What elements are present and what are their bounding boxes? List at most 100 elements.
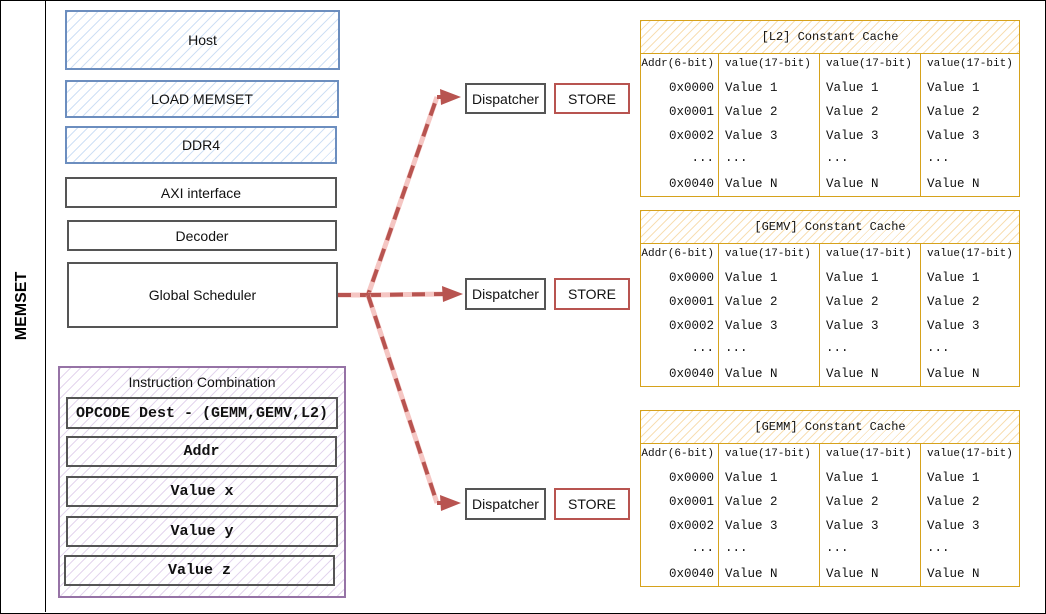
global-scheduler-label: Global Scheduler [148, 287, 257, 303]
value-cell: Value 1 [826, 81, 879, 95]
value-column: value(17-bit) Value 1 Value 2 Value 3 ..… [920, 443, 1021, 586]
ddr4-box: DDR4 [65, 126, 337, 164]
value-column: value(17-bit) Value 1 Value 2 Value 3 ..… [718, 443, 819, 586]
column-header: value(17-bit) [725, 248, 811, 260]
value-cell: ... [826, 151, 849, 165]
value-cell: Value 3 [927, 129, 980, 143]
value-cell: Value 1 [826, 471, 879, 485]
cache-title: [L2] Constant Cache [641, 21, 1019, 54]
value-cell: Value N [826, 567, 879, 581]
addr-cell: 0x0040 [668, 177, 714, 191]
store-label: STORE [568, 496, 616, 512]
value-cell: Value N [725, 367, 778, 381]
column-header: value(17-bit) [725, 58, 811, 70]
value-cell: Value 3 [725, 519, 778, 533]
cache-table-l2: [L2] Constant Cache Addr(6-bit) 0x0000 0… [640, 20, 1020, 197]
field-label: OPCODE Dest - (GEMM,GEMV,L2) [75, 404, 329, 422]
store-box: STORE [554, 278, 630, 310]
value-cell: Value 1 [725, 471, 778, 485]
global-scheduler-box: Global Scheduler [67, 262, 338, 328]
value-cell: Value 3 [725, 129, 778, 143]
addr-cell: 0x0001 [668, 495, 714, 509]
column-header: value(17-bit) [725, 448, 811, 460]
cache-table-gemm: [GEMM] Constant Cache Addr(6-bit) 0x0000… [640, 410, 1020, 587]
value-cell: ... [725, 151, 748, 165]
value-cell: Value 1 [927, 81, 980, 95]
arrow-to-dispatcher-3 [365, 294, 461, 511]
value-column: value(17-bit) Value 1 Value 2 Value 3 ..… [718, 53, 819, 196]
column-header: value(17-bit) [826, 248, 912, 260]
value-cell: Value N [826, 367, 879, 381]
instruction-combination-title: Instruction Combination [128, 374, 276, 390]
dispatcher-box: Dispatcher [465, 488, 546, 520]
addr-cell: ... [691, 341, 714, 355]
value-column: value(17-bit) Value 1 Value 2 Value 3 ..… [920, 53, 1021, 196]
axi-interface-label: AXI interface [160, 184, 242, 201]
value-cell: Value 3 [826, 519, 879, 533]
addr-column: Addr(6-bit) 0x0000 0x0001 0x0002 ... 0x0… [641, 443, 718, 586]
field-label: Value x [170, 483, 234, 500]
axi-interface-box: AXI interface [65, 177, 337, 208]
value-cell: Value 3 [725, 319, 778, 333]
value-cell: Value 2 [725, 495, 778, 509]
value-cell: Value N [927, 177, 980, 191]
column-header: value(17-bit) [826, 58, 912, 70]
side-panel: MEMSET [0, 0, 46, 612]
addr-column: Addr(6-bit) 0x0000 0x0001 0x0002 ... 0x0… [641, 53, 718, 196]
column-header: Addr(6-bit) [641, 248, 714, 260]
addr-cell: 0x0002 [668, 519, 714, 533]
value-cell: Value N [725, 567, 778, 581]
instruction-field: Value z [64, 555, 335, 586]
value-cell: Value 2 [725, 295, 778, 309]
value-cell: Value 3 [927, 319, 980, 333]
addr-cell: 0x0000 [668, 471, 714, 485]
value-cell: Value 2 [927, 105, 980, 119]
instruction-field: OPCODE Dest - (GEMM,GEMV,L2) [66, 397, 338, 429]
addr-column: Addr(6-bit) 0x0000 0x0001 0x0002 ... 0x0… [641, 243, 718, 386]
column-header: value(17-bit) [927, 448, 1013, 460]
dispatcher-label: Dispatcher [472, 496, 539, 512]
load-memset-box: LOAD MEMSET [65, 80, 339, 118]
value-cell: Value N [826, 177, 879, 191]
value-cell: Value 1 [725, 271, 778, 285]
value-cell: Value 3 [927, 519, 980, 533]
value-column: value(17-bit) Value 1 Value 2 Value 3 ..… [718, 243, 819, 386]
column-header: Addr(6-bit) [641, 58, 714, 70]
addr-cell: 0x0000 [668, 81, 714, 95]
store-box: STORE [554, 83, 630, 114]
ddr4-label: DDR4 [181, 137, 221, 153]
addr-cell: 0x0040 [668, 367, 714, 381]
field-label: Value z [167, 562, 231, 579]
addr-cell: 0x0001 [668, 105, 714, 119]
addr-cell: 0x0001 [668, 295, 714, 309]
load-memset-label: LOAD MEMSET [151, 91, 253, 107]
value-cell: ... [826, 341, 849, 355]
instruction-field: Value y [66, 516, 338, 547]
column-header: value(17-bit) [826, 448, 912, 460]
value-column: value(17-bit) Value 1 Value 2 Value 3 ..… [819, 443, 920, 586]
value-cell: Value 2 [826, 105, 879, 119]
decoder-box: Decoder [67, 220, 337, 251]
value-column: value(17-bit) Value 1 Value 2 Value 3 ..… [819, 53, 920, 196]
column-header: value(17-bit) [927, 58, 1013, 70]
field-label: Value y [170, 523, 234, 540]
value-column: value(17-bit) Value 1 Value 2 Value 3 ..… [819, 243, 920, 386]
value-cell: Value 3 [826, 319, 879, 333]
value-cell: ... [725, 541, 748, 555]
addr-cell: ... [691, 151, 714, 165]
addr-cell: 0x0000 [668, 271, 714, 285]
dispatcher-box: Dispatcher [465, 278, 546, 310]
store-label: STORE [568, 286, 616, 302]
column-header: value(17-bit) [927, 248, 1013, 260]
store-box: STORE [554, 488, 630, 520]
value-cell: Value 2 [927, 495, 980, 509]
value-cell: ... [927, 541, 950, 555]
value-cell: Value 3 [826, 129, 879, 143]
value-cell: Value 1 [927, 471, 980, 485]
instruction-field: Addr [66, 436, 337, 467]
value-cell: Value 2 [826, 295, 879, 309]
dispatcher-box: Dispatcher [465, 83, 546, 114]
value-cell: ... [927, 341, 950, 355]
